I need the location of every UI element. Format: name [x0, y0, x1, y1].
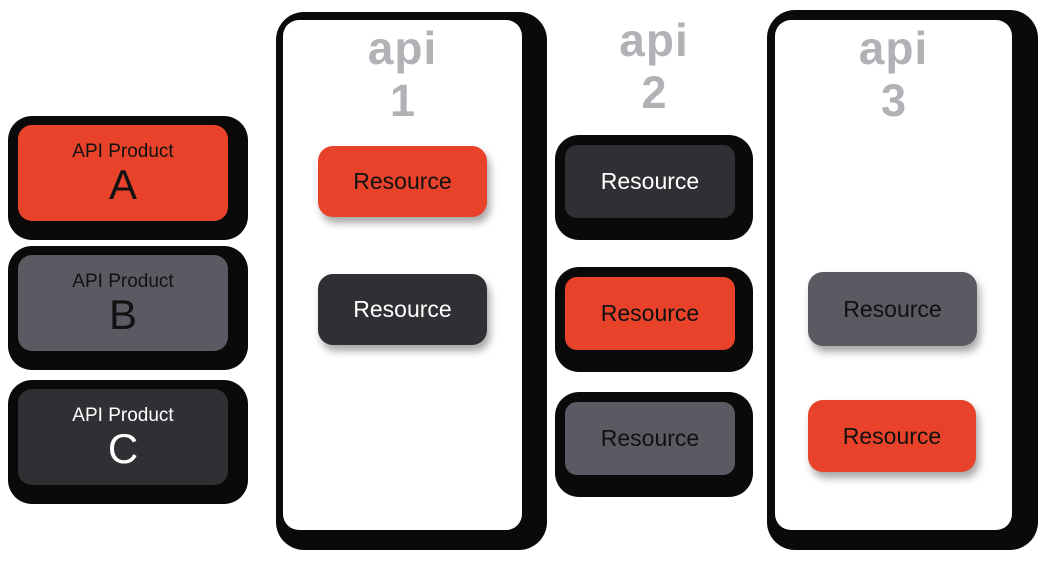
api-1-resource-1: Resource: [318, 146, 487, 217]
api-2-resource-2: Resource: [565, 277, 735, 350]
api-product-card-a-body: API Product A: [18, 125, 228, 221]
api-product-b-letter: B: [108, 290, 137, 338]
api-2-resource-3: Resource: [565, 402, 735, 475]
api-2-resource-1: Resource: [565, 145, 735, 218]
api-2-resource-1-outline: Resource: [555, 135, 753, 240]
api-1-resource-2: Resource: [318, 274, 487, 345]
api-3-body: api 3 Resource Resource: [775, 20, 1012, 530]
api-3-resource-1: Resource: [808, 272, 977, 346]
api-1-title-number: 1: [389, 75, 416, 126]
api-2-title-word: api: [619, 14, 689, 66]
api-product-card-b: API Product B: [8, 246, 248, 370]
api-2-resource-3-outline: Resource: [555, 392, 753, 497]
api-product-card-b-body: API Product B: [18, 255, 228, 351]
api-2-resource-2-outline: Resource: [555, 267, 753, 372]
api-2-title-number: 2: [641, 67, 667, 118]
api-product-card-c-body: API Product C: [18, 389, 228, 485]
api-3-title-word: api: [858, 22, 929, 74]
api-product-b-label: API Product: [72, 270, 174, 292]
api-product-card-a: API Product A: [8, 116, 248, 240]
api-3-title-number: 3: [880, 75, 907, 126]
api-3-resource-2: Resource: [808, 400, 976, 472]
api-product-a-letter: A: [108, 160, 137, 208]
api-3-title: api 3: [775, 22, 1012, 128]
api-1-container: api 1 Resource Resource: [276, 12, 547, 550]
api-product-a-label: API Product: [72, 140, 174, 162]
api-3-container: api 3 Resource Resource: [767, 10, 1038, 550]
api-product-card-c: API Product C: [8, 380, 248, 504]
api-2-title: api 2: [555, 14, 753, 120]
api-product-c-label: API Product: [72, 404, 174, 426]
api-1-title-word: api: [367, 22, 438, 74]
api-1-body: api 1 Resource Resource: [283, 20, 522, 530]
api-1-title: api 1: [283, 22, 522, 128]
api-product-c-letter: C: [107, 424, 139, 472]
